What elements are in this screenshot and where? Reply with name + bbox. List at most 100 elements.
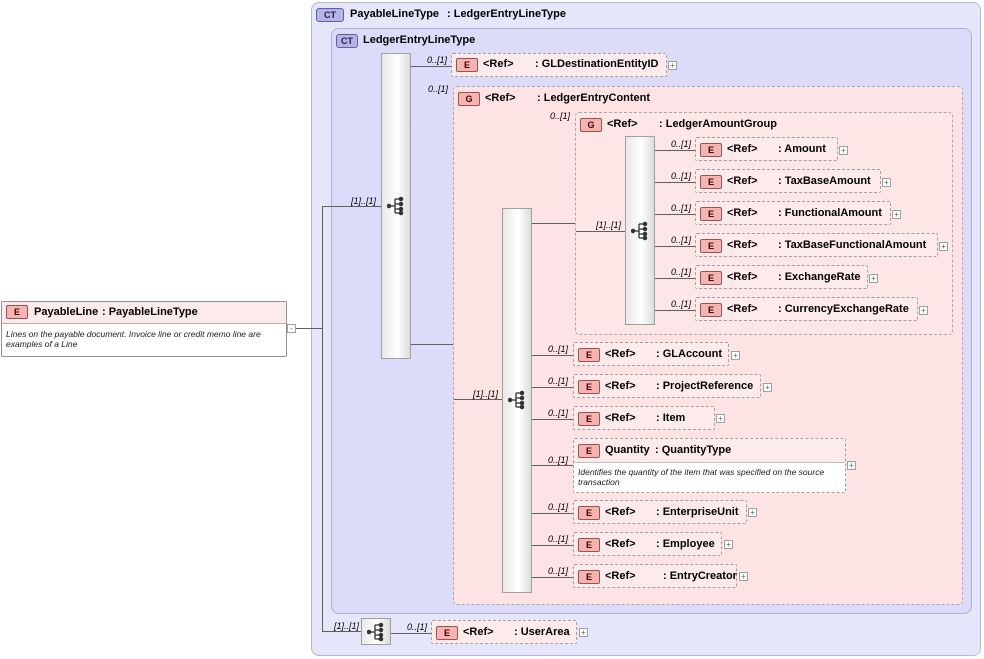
- ref-label: <Ref>: [463, 626, 494, 638]
- connector: [532, 387, 573, 388]
- element-type: : QuantityType: [655, 444, 732, 456]
- multiplicity-label: 0..[1]: [671, 299, 692, 309]
- expand-icon[interactable]: +: [579, 628, 588, 637]
- connector: [576, 231, 625, 232]
- sequence-compositor[interactable]: [381, 53, 411, 359]
- group-icon: G: [458, 92, 480, 106]
- sequence-compositor[interactable]: [625, 136, 655, 325]
- ref-label: <Ref>: [605, 570, 636, 582]
- element-name: : CurrencyExchangeRate: [778, 303, 909, 315]
- multiplicity-label: 0..[1]: [548, 408, 569, 418]
- sequence-multiplicity: [1]..[1]: [351, 196, 377, 206]
- entry-creator-element[interactable]: [573, 564, 737, 588]
- element-icon: E: [578, 380, 600, 394]
- ref-label: <Ref>: [607, 118, 638, 130]
- element-icon: E: [436, 626, 458, 640]
- multiplicity-label: 0..[1]: [671, 139, 692, 149]
- element-icon: E: [700, 143, 722, 157]
- ref-label: <Ref>: [727, 239, 758, 251]
- expand-icon[interactable]: +: [839, 146, 848, 155]
- connector: [655, 150, 695, 151]
- connector: [655, 278, 695, 279]
- expand-icon[interactable]: +: [869, 274, 878, 283]
- expand-icon[interactable]: +: [724, 540, 733, 549]
- root-element-type: : PayableLineType: [102, 306, 198, 318]
- element-name: : ExchangeRate: [778, 271, 861, 283]
- payable-line-element[interactable]: [1, 301, 287, 357]
- ref-label: <Ref>: [605, 348, 636, 360]
- ref-label: <Ref>: [727, 271, 758, 283]
- multiplicity-label: 0..[1]: [427, 55, 448, 65]
- expand-icon[interactable]: +: [892, 210, 901, 219]
- expand-icon[interactable]: +: [919, 306, 928, 315]
- expand-icon[interactable]: +: [882, 178, 891, 187]
- ref-label: <Ref>: [483, 58, 514, 70]
- connector: [655, 182, 695, 183]
- element-name: : UserArea: [514, 626, 570, 638]
- element-name: : TaxBaseFunctionalAmount: [778, 239, 927, 251]
- gl-destination-entity-id-element[interactable]: [451, 53, 667, 77]
- multiplicity-label: 0..[1]: [671, 171, 692, 181]
- exchange-rate-element[interactable]: [695, 265, 868, 289]
- element-name: : GLDestinationEntityID: [535, 58, 659, 70]
- sequence-compositor[interactable]: [361, 618, 391, 645]
- element-name: : ProjectReference: [656, 380, 754, 392]
- functional-amount-element[interactable]: [695, 201, 891, 225]
- connector: [532, 419, 573, 420]
- enterprise-unit-element[interactable]: [573, 500, 747, 524]
- tax-base-functional-amount-element[interactable]: [695, 233, 938, 257]
- sequence-icon: [507, 390, 526, 410]
- outer-ct-type: : LedgerEntryLineType: [447, 8, 566, 20]
- ref-label: <Ref>: [605, 412, 636, 424]
- expand-icon[interactable]: +: [716, 414, 725, 423]
- element-name: : FunctionalAmount: [778, 207, 882, 219]
- connector: [532, 223, 575, 224]
- ref-label: <Ref>: [727, 207, 758, 219]
- sequence-icon: [630, 221, 649, 241]
- element-icon: E: [578, 570, 600, 584]
- expand-icon[interactable]: +: [748, 508, 757, 517]
- multiplicity-label: 0..[1]: [548, 376, 569, 386]
- sequence-icon: [366, 622, 385, 642]
- currency-exchange-rate-element[interactable]: [695, 297, 918, 321]
- connector: [532, 355, 573, 356]
- element-name: Quantity: [605, 444, 650, 456]
- project-reference-element[interactable]: [573, 374, 761, 398]
- multiplicity-label: 0..[1]: [550, 111, 571, 121]
- connector: [411, 66, 412, 67]
- complex-type-extension-icon: CT: [316, 8, 344, 22]
- sequence-multiplicity: [1]..[1]: [596, 220, 622, 230]
- quantity-element[interactable]: [573, 438, 846, 493]
- connector: [411, 344, 454, 345]
- multiplicity-label: 0..[1]: [548, 502, 569, 512]
- connector: [655, 310, 695, 311]
- element-icon: E: [578, 538, 600, 552]
- element-icon: E: [700, 303, 722, 317]
- connector: [322, 206, 323, 631]
- expand-icon[interactable]: +: [739, 572, 748, 581]
- element-icon: E: [6, 305, 28, 319]
- tax-base-amount-element[interactable]: [695, 169, 881, 193]
- multiplicity-label: 0..[1]: [548, 566, 569, 576]
- element-name: : Amount: [778, 143, 826, 155]
- element-name: : EnterpriseUnit: [656, 506, 739, 518]
- element-name: : GLAccount: [656, 348, 722, 360]
- multiplicity-label: 0..[1]: [428, 84, 449, 94]
- outer-ct-name: PayableLineType: [350, 8, 440, 20]
- expand-icon[interactable]: +: [668, 61, 677, 70]
- sequence-compositor[interactable]: [502, 208, 532, 593]
- collapse-icon[interactable]: -: [287, 324, 296, 333]
- sequence-multiplicity: [1]..[1]: [473, 389, 499, 399]
- gl-account-element[interactable]: [573, 342, 729, 366]
- expand-icon[interactable]: +: [847, 461, 856, 470]
- connector: [655, 214, 695, 215]
- sequence-multiplicity: [1]..[1]: [334, 621, 360, 631]
- element-icon: E: [456, 58, 478, 72]
- multiplicity-label: 0..[1]: [671, 203, 692, 213]
- multiplicity-label: 0..[1]: [671, 267, 692, 277]
- expand-icon[interactable]: +: [939, 242, 948, 251]
- connector: [296, 328, 322, 329]
- expand-icon[interactable]: +: [731, 351, 740, 360]
- ref-label: <Ref>: [727, 143, 758, 155]
- expand-icon[interactable]: +: [763, 383, 772, 392]
